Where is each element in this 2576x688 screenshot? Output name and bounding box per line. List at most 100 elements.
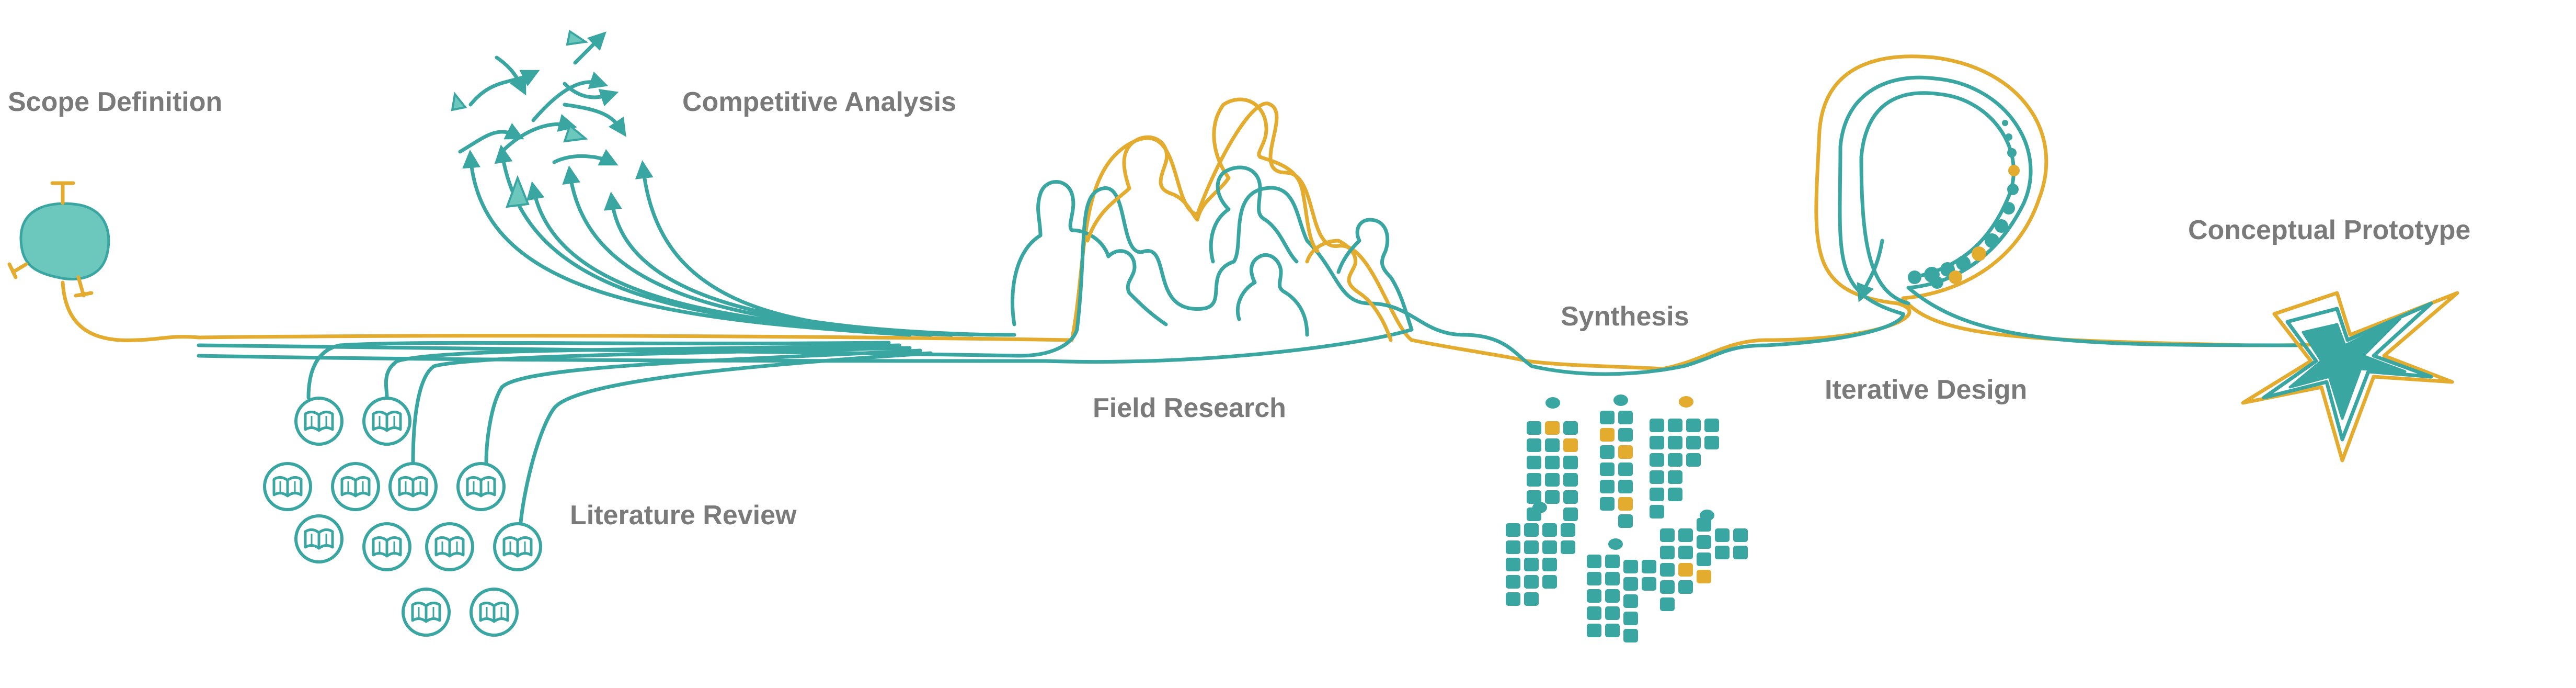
sticky-note [1623,560,1638,573]
sticky-note [1587,589,1601,603]
stage-label-competitive-analysis: Competitive Analysis [682,87,957,117]
sticky-note [1618,497,1633,511]
iteration-loop-inner [1859,91,2016,306]
sticky-note-dot [1679,396,1693,408]
iteration-dot [1931,276,1943,289]
sticky-note [1686,453,1701,467]
iteration-dot [2007,184,2019,195]
sticky-note [1600,497,1615,511]
sticky-note [1600,428,1615,442]
sticky-note [1660,580,1675,594]
book-icon [364,524,410,570]
sticky-note [1600,463,1615,476]
iteration-dot [1985,233,1999,248]
sticky-note [1542,575,1557,589]
sticky-note [1623,594,1638,608]
book-icon [333,464,379,510]
sticky-note [1506,523,1520,537]
sticky-note [1563,473,1578,487]
sticky-note [1587,555,1601,568]
sticky-note [1605,624,1620,637]
stage-label-field-research: Field Research [1093,393,1286,423]
stage-label-iterative-design: Iterative Design [1825,375,2028,405]
sticky-note [1668,419,1682,432]
iteration-dot [2002,202,2015,215]
sticky-note [1524,592,1539,606]
iteration-dot [2005,133,2012,141]
iteration-dot [2008,165,2020,176]
book-icon [495,524,541,570]
branch-line-teal-2 [197,328,1414,364]
sticky-note-dot [1545,397,1560,409]
book-icon [471,589,517,635]
sticky-note [1545,473,1560,487]
sticky-note [1686,436,1701,449]
sticky-note [1733,546,1748,559]
iteration-dot [2007,148,2017,157]
sticky-note [1668,470,1682,484]
sticky-note [1563,456,1578,469]
sticky-note [1563,438,1578,452]
sticky-note [1545,490,1560,504]
sticky-note [1506,592,1520,606]
sticky-note [1715,546,1730,559]
sticky-note [1605,589,1620,603]
sticky-note [1686,419,1701,432]
sticky-note [1605,555,1620,568]
sticky-note [1527,438,1541,452]
sticky-note [1650,505,1664,518]
iteration-dot [2002,120,2008,126]
sticky-note [1506,540,1520,554]
sticky-note [1618,445,1633,459]
sticky-note-dot [1532,502,1547,513]
iteration-dot [1972,246,1986,261]
sticky-note [1561,540,1575,554]
sticky-note [1545,421,1560,435]
sticky-note [1618,514,1633,528]
sticky-note [1524,575,1539,589]
sticky-note [1704,436,1719,449]
sticky-note [1704,419,1719,432]
sticky-note [1668,453,1682,467]
sticky-note [1650,436,1664,449]
iteration-dot [1949,270,1962,284]
sticky-note [1660,546,1675,559]
sticky-note [1545,456,1560,469]
sticky-note [1660,563,1675,577]
sticky-note [1506,558,1520,571]
sticky-note [1642,577,1656,591]
book-icon [296,516,342,562]
sticky-note [1600,411,1615,424]
sticky-note [1660,528,1675,542]
sticky-note [1618,428,1633,442]
iteration-dot [1995,219,2008,233]
sticky-note [1587,572,1601,585]
book-icon [265,464,311,510]
iteration-dot [1956,256,1971,270]
sticky-note [1527,421,1541,435]
sticky-note [1587,606,1601,620]
literature-branch-lines [306,341,933,531]
sticky-note [1678,528,1693,542]
sticky-note [1542,540,1557,554]
sticky-note [1715,528,1730,542]
sticky-note [1697,535,1711,549]
book-icon [364,398,410,444]
sticky-note [1642,560,1656,573]
sticky-note [1527,473,1541,487]
sticky-note [1618,480,1633,493]
sticky-note [1527,490,1541,504]
stage-label-conceptual-prototype: Conceptual Prototype [2188,215,2471,245]
sticky-note [1600,445,1615,459]
sticky-note [1587,624,1601,637]
sticky-note [1542,558,1557,571]
scope-seed-icon [7,181,110,298]
competitive-arrows-icon [451,29,1016,337]
sticky-note [1678,563,1693,577]
sticky-note-dot [1700,510,1714,521]
sticky-note [1660,597,1675,611]
sticky-note [1600,480,1615,493]
sticky-note [1623,577,1638,591]
sticky-note [1506,575,1520,589]
